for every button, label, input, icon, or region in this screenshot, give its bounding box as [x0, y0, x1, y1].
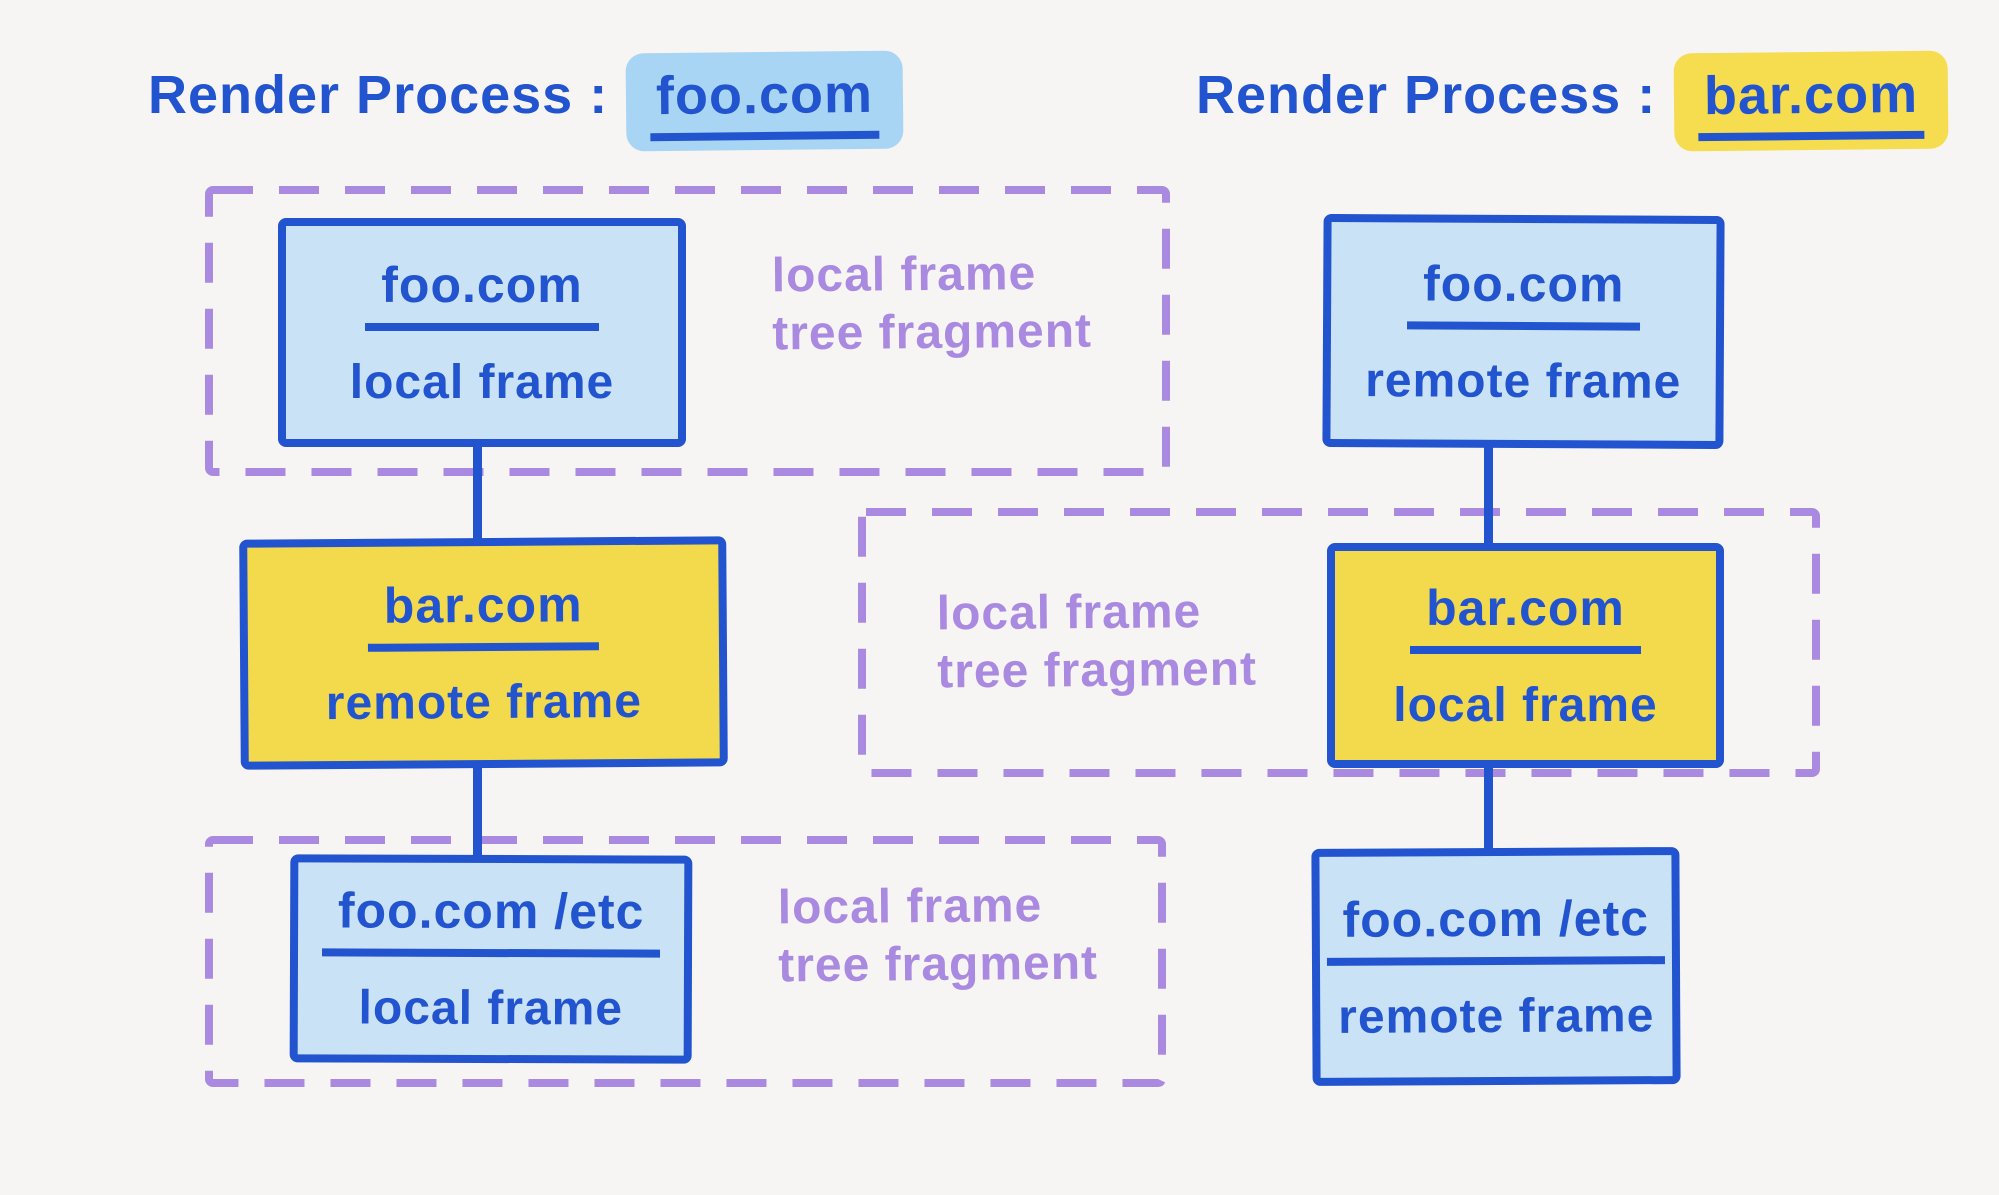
left-process-title: Render Process : foo.com [148, 50, 904, 152]
node-kind-label: remote frame [325, 674, 643, 731]
node-foo-etc-local-frame: foo.com /etc local frame [289, 854, 693, 1064]
node-domain-label: foo.com [365, 256, 599, 331]
node-foo-etc-remote-frame: foo.com /etc remote frame [1311, 847, 1681, 1086]
node-domain-label: bar.com [1410, 579, 1641, 654]
node-domain-label: foo.com [1406, 253, 1641, 331]
node-domain-label: bar.com [367, 575, 599, 652]
connector-left-bottom [473, 748, 482, 868]
foo-com-highlight: foo.com [625, 50, 904, 152]
connector-right-top [1484, 435, 1493, 555]
bar-com-highlight: bar.com [1673, 50, 1949, 152]
left-top-frame-tree-fragment-box [204, 185, 1171, 477]
node-bar-local-frame: bar.com local frame [1327, 543, 1724, 768]
connector-right-bottom [1484, 752, 1493, 860]
dashed-border [205, 836, 1166, 1087]
left-bottom-fragment-label: local frame tree fragment [778, 877, 1099, 995]
dashed-border [205, 186, 1170, 476]
left-bottom-frame-tree-fragment-box [204, 835, 1167, 1088]
fragment-label-line1: local frame [936, 585, 1202, 641]
left-top-fragment-label: local frame tree fragment [772, 245, 1093, 363]
node-kind-label: remote frame [1365, 353, 1682, 409]
node-kind-label: local frame [1393, 678, 1658, 732]
fragment-label-line2: tree fragment [772, 304, 1093, 360]
node-bar-remote-frame: bar.com remote frame [239, 536, 728, 770]
node-foo-remote-frame: foo.com remote frame [1322, 213, 1725, 450]
left-process-domain: foo.com [649, 62, 880, 142]
fragment-label-line1: local frame [771, 247, 1037, 303]
fragment-label-line2: tree fragment [778, 936, 1099, 992]
node-kind-label: remote frame [1338, 988, 1655, 1044]
left-process-title-text: Render Process : [148, 65, 609, 125]
node-kind-label: local frame [358, 981, 624, 1036]
dashed-border [858, 508, 1820, 777]
node-foo-local-frame: foo.com local frame [278, 218, 686, 447]
fragment-label-line2: tree fragment [937, 642, 1258, 698]
right-process-title: Render Process : bar.com [1196, 50, 1949, 152]
connector-left-top [473, 430, 482, 550]
node-domain-label: foo.com /etc [321, 881, 661, 958]
right-process-title-text: Render Process : [1196, 65, 1657, 125]
fragment-label-line1: local frame [777, 879, 1043, 935]
node-domain-label: foo.com /etc [1326, 888, 1666, 966]
node-kind-label: local frame [349, 355, 615, 409]
right-process-domain: bar.com [1697, 62, 1925, 142]
right-frame-tree-fragment-box [857, 507, 1821, 778]
right-fragment-label: local frame tree fragment [937, 583, 1258, 701]
